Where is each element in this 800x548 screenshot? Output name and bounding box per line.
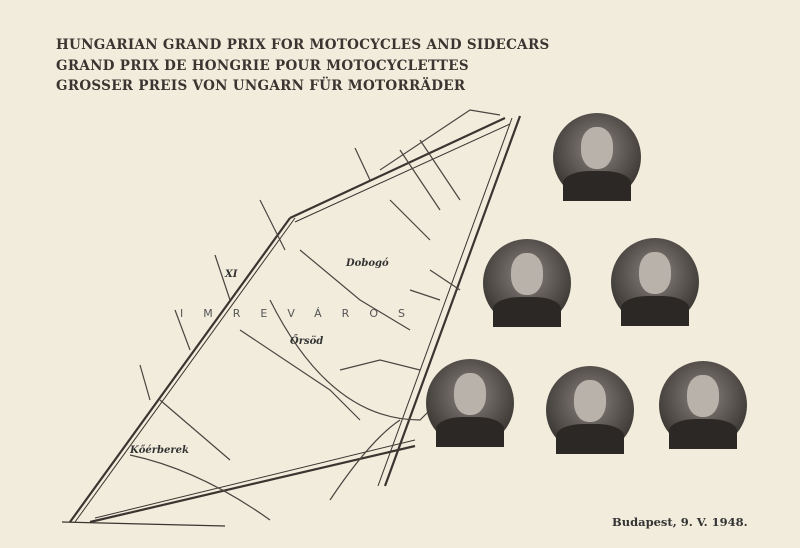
portrait-rider-1 (553, 113, 641, 201)
place-dobogo: Dobogó (345, 258, 389, 269)
title-french: GRAND PRIX DE HONGRIE POUR MOTOCYCLETTES (56, 58, 469, 74)
title-german: GROSSER PREIS VON UNGARN FÜR MOTORRÄDER (56, 78, 466, 94)
place-koerberek: Kőérberek (129, 445, 189, 456)
portrait-rider-5 (546, 366, 634, 454)
portrait-rider-2 (483, 239, 571, 327)
place-date: Budapest, 9. V. 1948. (612, 515, 748, 529)
circuit-top-road (289, 117, 506, 219)
portrait-rider-6 (659, 361, 747, 449)
portrait-rider-3 (611, 238, 699, 326)
portrait-rider-4 (426, 359, 514, 447)
district-number: XI (224, 269, 238, 280)
place-orsod: Őrsöd (290, 334, 323, 347)
title-english: HUNGARIAN GRAND PRIX FOR MOTOCYCLES AND … (56, 37, 550, 53)
circuit-right-road (383, 115, 522, 487)
district-name: IMREVÁROS (180, 307, 425, 320)
circuit-left-road (69, 217, 291, 523)
